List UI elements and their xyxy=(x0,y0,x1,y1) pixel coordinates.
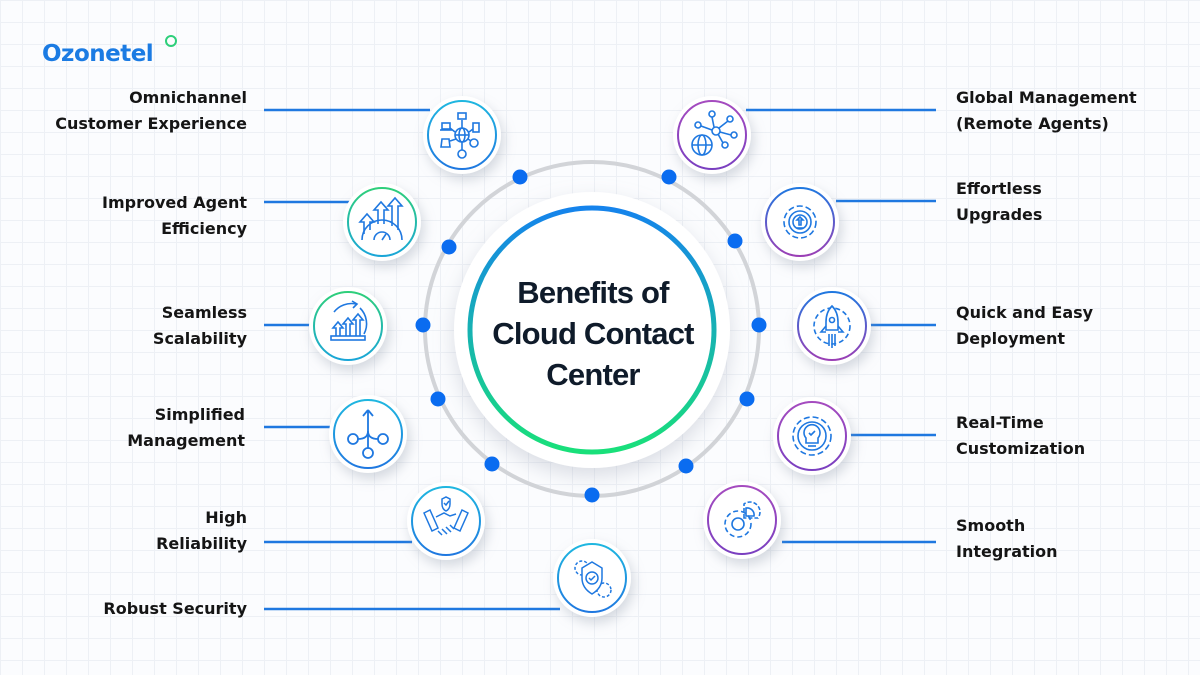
gear-lightbulb-icon xyxy=(773,397,851,475)
handshake-shield-icon xyxy=(407,482,485,560)
center-title-line-1: Benefits of xyxy=(517,275,669,310)
center-title: Benefits of Cloud Contact Center xyxy=(462,272,724,395)
gears-integration-icon xyxy=(703,481,781,559)
center-title-line-3: Center xyxy=(546,357,640,392)
gear-upgrade-icon xyxy=(761,183,839,261)
ozonetel-logo: Ozonetel xyxy=(42,41,154,67)
ring-dots xyxy=(415,169,767,503)
logo-circle-accent xyxy=(165,35,177,47)
merge-flow-icon xyxy=(329,395,407,473)
efficiency-gauge-arrows-icon xyxy=(343,183,421,261)
rocket-gear-icon xyxy=(793,287,871,365)
connector-lines-left xyxy=(264,108,560,611)
benefit-label-robust-security: Robust Security xyxy=(103,599,247,618)
center-title-line-2: Cloud Contact xyxy=(492,316,694,351)
global-network-icon xyxy=(673,96,751,174)
scalability-growth-arrows-icon xyxy=(309,287,387,365)
benefit-label-global-management: Global Management(Remote Agents) xyxy=(956,88,1137,133)
connector-lines-right xyxy=(746,108,936,544)
omnichannel-network-icon xyxy=(423,96,501,174)
gradient-ring xyxy=(467,205,717,455)
security-shield-gears-icon xyxy=(553,539,631,617)
